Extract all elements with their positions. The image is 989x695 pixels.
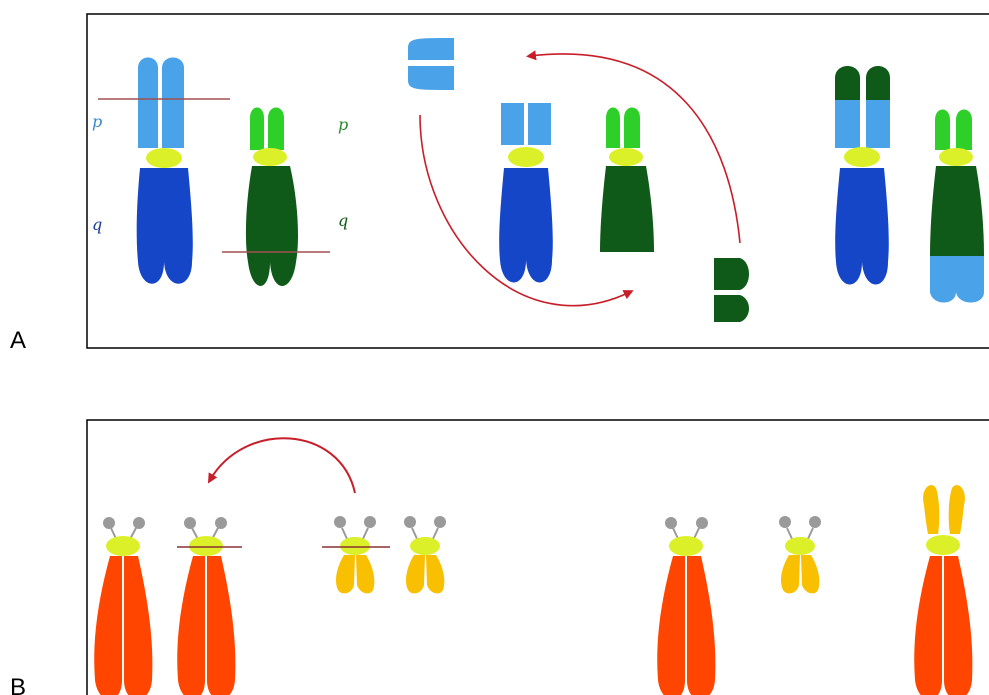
centromere — [106, 536, 140, 556]
panel-b-frame — [86, 419, 989, 695]
centromere — [340, 537, 370, 555]
panel-a-frame — [86, 13, 989, 349]
centromere — [189, 536, 223, 556]
centromere — [785, 537, 815, 555]
arm-label-q-right: q — [338, 211, 348, 230]
chromosome-orange-breakpoint — [177, 517, 236, 695]
centromere — [609, 148, 643, 166]
chromosome-blue-broken — [499, 103, 553, 283]
chromosome-derivative-blue — [835, 66, 890, 285]
arm-label-p-left: p — [92, 112, 102, 131]
detached-fragment-blue — [408, 38, 454, 90]
centromere — [926, 535, 960, 555]
arrow-fragment-to-green — [419, 114, 634, 307]
chromosome-green-normal — [245, 107, 298, 286]
chromosome-yellow-breakpoint — [334, 516, 376, 594]
centromere — [669, 536, 703, 556]
centromere — [939, 148, 973, 166]
panel-a-label: A — [10, 327, 26, 354]
chromosome-derivative-green — [930, 109, 984, 303]
chromosome-yellow-result — [779, 516, 821, 594]
detached-fragment-green — [714, 258, 749, 322]
centromere — [844, 147, 880, 167]
arrow-yellow-to-orange — [207, 437, 356, 494]
chromosome-yellow — [404, 516, 446, 594]
chromosome-green-broken — [600, 107, 654, 252]
centromere — [146, 148, 182, 168]
chromosome-orange — [94, 517, 153, 695]
centromere — [253, 148, 287, 166]
arm-label-q-left: q — [92, 215, 102, 234]
chromosome-orange-result — [657, 517, 716, 695]
centromere — [410, 537, 440, 555]
arrow-fragment-to-blue — [526, 50, 741, 244]
centromere — [508, 147, 544, 167]
chromosome-blue-normal — [136, 57, 193, 284]
chromosome-robertsonian-fusion — [914, 485, 973, 695]
panel-b-label: B — [10, 674, 26, 695]
arm-label-p-right: p — [338, 115, 348, 134]
